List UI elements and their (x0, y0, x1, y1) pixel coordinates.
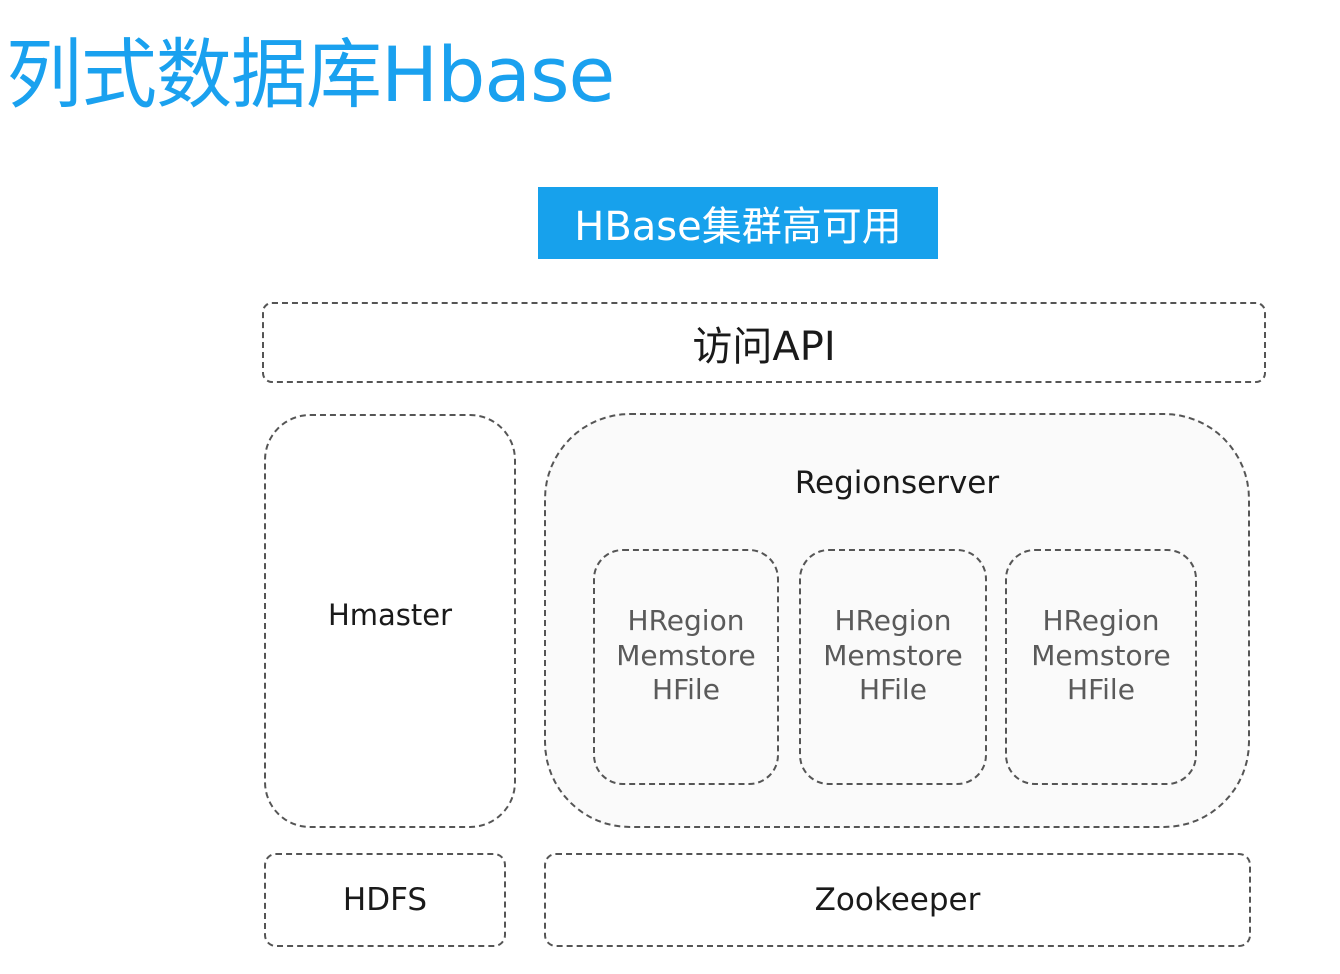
access-api-box: 访问API (262, 302, 1266, 383)
hmaster-box: Hmaster (264, 414, 516, 828)
hregion-box: HRegion Memstore HFile (1005, 549, 1197, 785)
hregion-box: HRegion Memstore HFile (799, 549, 987, 785)
zookeeper-label: Zookeeper (814, 882, 981, 918)
memstore-label: Memstore (1031, 638, 1171, 672)
hfile-label: HFile (652, 673, 720, 706)
regionserver-box: Regionserver HRegion Memstore HFile HReg… (544, 413, 1250, 828)
access-api-label: 访问API (692, 323, 836, 370)
regionserver-label: Regionserver (794, 465, 1000, 501)
hdfs-label: HDFS (342, 882, 428, 918)
hregion-label: HRegion (627, 604, 745, 637)
hregion-label: HRegion (834, 604, 952, 637)
hregion-box: HRegion Memstore HFile (593, 549, 779, 785)
zookeeper-box: Zookeeper (544, 853, 1251, 947)
memstore-label: Memstore (616, 638, 756, 672)
hdfs-box: HDFS (264, 853, 506, 947)
hmaster-label: Hmaster (327, 598, 453, 632)
cluster-ha-banner: HBase集群高可用 (538, 187, 938, 259)
page-title: 列式数据库Hbase (6, 30, 615, 119)
memstore-label: Memstore (823, 638, 963, 672)
hfile-label: HFile (859, 673, 927, 706)
hfile-label: HFile (1067, 673, 1135, 706)
hregion-label: HRegion (1042, 604, 1160, 637)
